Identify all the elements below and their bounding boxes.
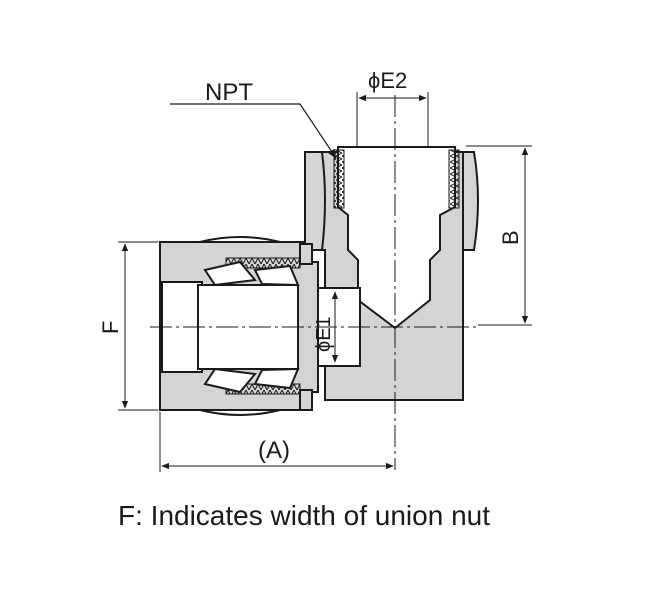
body-hex-bottom [299,389,313,411]
npt-label: NPT [205,79,253,106]
dim-e2-label: ϕE2 [368,68,407,93]
body-hex-top [299,243,313,265]
hex-flat-left [304,151,326,251]
front-ferrule-top [203,260,257,287]
npt-thread-right [448,149,460,209]
nut-end-bottom [199,409,281,416]
dim-f-label: F [98,321,123,334]
npt-thread-left [333,149,345,209]
hex-flat-right [462,151,479,251]
dim-e1-label: ϕE1 [313,316,335,352]
back-ferrule-bottom [253,367,300,390]
back-ferrule-top [253,264,300,287]
nut-end-top [199,236,281,243]
dim-b-label: B [498,230,523,245]
dim-a-label: (A) [258,437,290,464]
npt-leader [170,103,337,159]
front-ferrule-bottom [203,367,257,394]
caption: F: Indicates width of union nut [118,500,490,531]
